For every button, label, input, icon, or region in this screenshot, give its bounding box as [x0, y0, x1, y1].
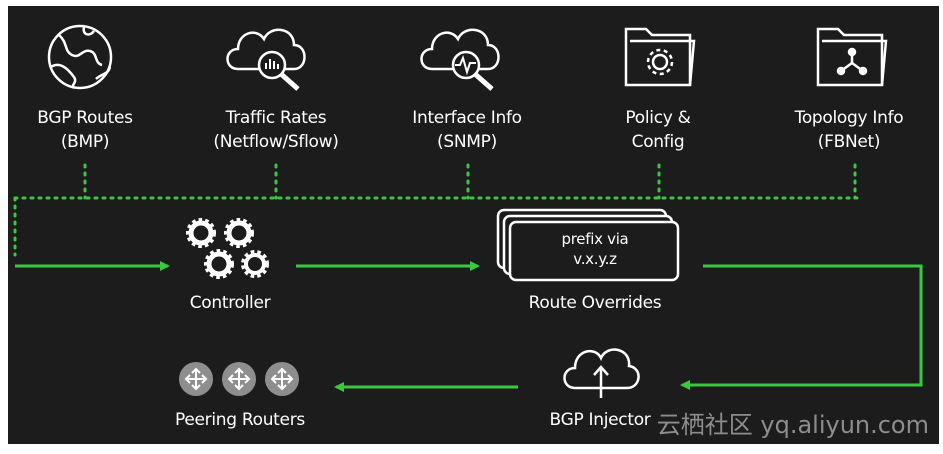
watermark: 云栖社区 yq.aliyun.com: [656, 411, 929, 439]
override-card-line2: v.x.y.z: [573, 250, 617, 268]
source-label-line1: Policy &: [625, 108, 691, 128]
source-label-line2: (Netflow/Sflow): [213, 132, 339, 152]
route-override-card-text: prefix via v.x.y.z: [515, 229, 675, 269]
source-label-line2: Config: [631, 132, 685, 152]
globe-icon: [47, 24, 113, 90]
source-traffic-rates-label: Traffic Rates (Netflow/Sflow): [186, 106, 366, 154]
cloud-pulse-search-icon: [420, 28, 500, 91]
diagram-background: [8, 6, 939, 444]
source-policy-config-label: Policy & Config: [568, 106, 748, 154]
source-bgp-routes-label: BGP Routes (BMP): [0, 106, 175, 154]
source-topology-info-label: Topology Info (FBNet): [759, 106, 939, 154]
controller-label: Controller: [189, 293, 271, 313]
controller-gears-icon: [186, 218, 269, 279]
source-interface-info-label: Interface Info (SNMP): [377, 106, 557, 154]
override-card-line1: prefix via: [561, 230, 629, 248]
source-label-line1: Topology Info: [794, 108, 904, 128]
arrow-overrides-to-injector: [680, 264, 923, 390]
peering-routers-label: Peering Routers: [175, 410, 305, 430]
source-label-line2: (BMP): [60, 132, 110, 152]
source-label-line1: Traffic Rates: [225, 108, 327, 128]
bgp-injector-label: BGP Injector: [549, 410, 651, 430]
cloud-chart-search-icon: [226, 28, 306, 91]
source-label-line2: (FBNet): [817, 132, 881, 152]
data-collector-dotted-bus: [13, 163, 859, 257]
cloud-upload-icon: [563, 348, 640, 398]
route-overrides-cards: [496, 208, 680, 282]
gear-folder-icon: [624, 27, 696, 87]
route-overrides-label: Route Overrides: [528, 293, 662, 313]
source-label-line1: Interface Info: [412, 108, 522, 128]
peering-routers-icon: [179, 362, 299, 396]
source-label-line1: BGP Routes: [37, 108, 133, 128]
network-folder-icon: [816, 27, 888, 87]
source-label-line2: (SNMP): [437, 132, 497, 152]
